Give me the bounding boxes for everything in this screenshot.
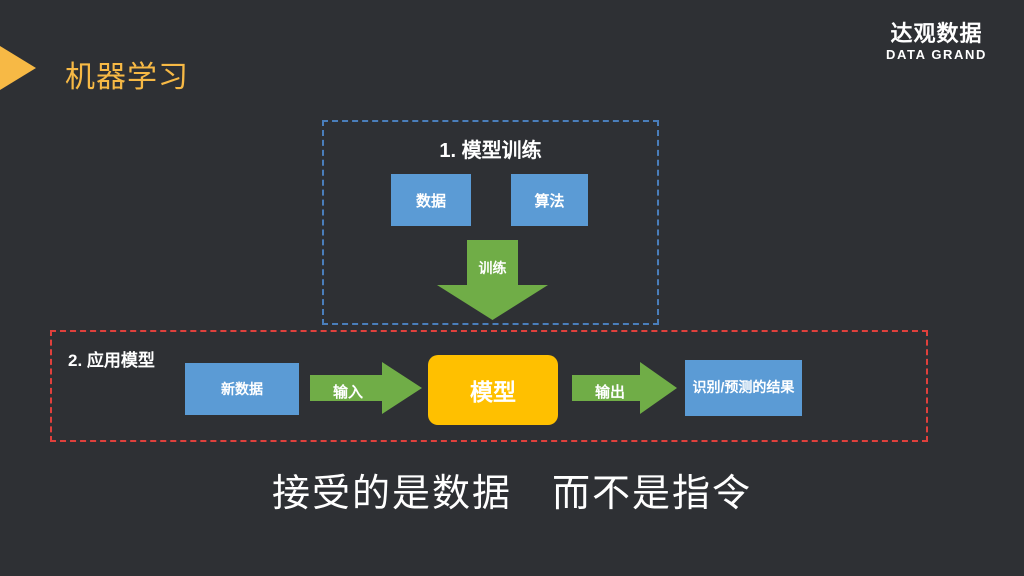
brand-logo-en: DATA GRAND — [886, 46, 987, 62]
brand-logo-cn: 达观数据 — [890, 21, 983, 46]
arrow-output-label: 输出 — [594, 384, 625, 401]
node-result-box: 识别/预测的结果 — [685, 360, 802, 416]
arrow-output-right: 输出 — [572, 362, 677, 414]
section-training-frame: 1. 模型训练 — [322, 120, 659, 325]
node-new-data-box: 新数据 — [185, 363, 299, 415]
node-algorithm-box: 算法 — [511, 174, 588, 226]
arrow-right-icon — [310, 362, 422, 414]
node-data-box: 数据 — [391, 174, 471, 226]
page-title: 机器学习 — [65, 61, 189, 94]
title-marker-triangle-icon — [0, 46, 36, 90]
slide-caption: 接受的是数据 而不是指令 — [271, 473, 752, 515]
arrow-input-right: 输入 — [310, 362, 422, 414]
section-applying-frame: 2. 应用模型 — [50, 330, 928, 442]
arrow-right-icon — [572, 362, 677, 414]
section-training-label: 1. 模型训练 — [439, 140, 542, 162]
node-model-box: 模型 — [428, 355, 558, 425]
section-applying-label: 2. 应用模型 — [68, 351, 155, 370]
arrow-input-label: 输入 — [332, 384, 363, 401]
arrow-train-label: 训练 — [478, 260, 507, 276]
arrow-down-icon — [437, 240, 548, 320]
brand-logo: 达观数据 DATA GRAND — [886, 22, 987, 62]
arrow-train-down: 训练 — [437, 240, 548, 320]
